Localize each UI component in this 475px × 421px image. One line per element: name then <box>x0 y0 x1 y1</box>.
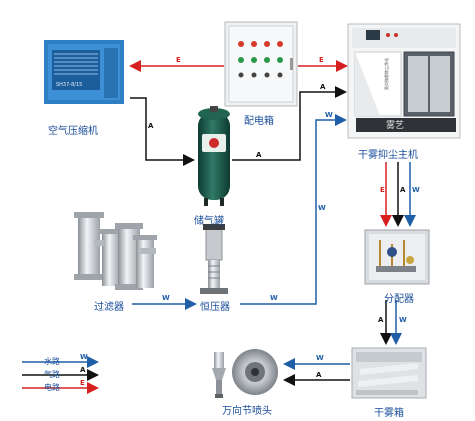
pump <box>200 224 228 294</box>
air-tag-5: A <box>378 316 384 324</box>
legend-label-water: 水路 <box>44 357 60 366</box>
label-nozzle: 万向节喷头 <box>222 406 272 417</box>
water-tag-2: W <box>270 294 278 302</box>
brand-text: 雾艺 <box>386 120 404 131</box>
water-tag-1: W <box>162 294 170 302</box>
air-tag-6: A <box>316 371 322 379</box>
label-distributor: 分配器 <box>384 294 414 305</box>
air-line-tank-to-main-unit <box>232 86 347 161</box>
water-tag-5: W <box>412 186 420 194</box>
air-tag-1: A <box>148 122 154 130</box>
water-line-pump-to-main-unit <box>240 114 347 305</box>
water-tag-4: W <box>325 111 333 119</box>
legend: W A E <box>22 353 99 394</box>
control-box <box>224 21 298 107</box>
label-main-unit: 干雾抑尘主机 <box>358 150 418 161</box>
main-unit: 雾艺 景尚微雾除尘净化 <box>347 23 461 139</box>
label-tank: 储气罐 <box>194 216 224 227</box>
legend-label-electric: 电路 <box>44 383 60 392</box>
air-tank <box>198 106 230 206</box>
water-tag-6: W <box>399 316 407 324</box>
label-pump: 恒压器 <box>200 302 230 313</box>
filter-group <box>74 212 157 290</box>
distributor <box>364 229 430 285</box>
legend-electric-code: E <box>80 379 85 387</box>
legend-label-air: 气路 <box>44 370 60 379</box>
air-tag-3: A <box>320 83 326 91</box>
main-unit-sticker: 景尚微雾除尘净化 <box>383 58 389 90</box>
label-air-compressor: 空气压缩机 <box>48 126 98 137</box>
air-tag-2: A <box>256 151 262 159</box>
air-line-compressor-to-tank <box>130 97 195 166</box>
electric-tag-3: E <box>380 186 385 194</box>
label-fog-box: 干雾箱 <box>374 408 404 419</box>
legend-air-code: A <box>80 366 86 374</box>
electric-tag-1: E <box>176 56 181 64</box>
electric-tag-2: E <box>319 56 324 64</box>
label-control-box: 配电箱 <box>244 116 274 127</box>
fog-box <box>351 347 427 399</box>
air-compressor: SH37-8/15 <box>44 40 124 104</box>
air-tag-4: A <box>400 186 406 194</box>
water-tag-7: W <box>316 354 324 362</box>
compressor-plate-text: SH37-8/15 <box>56 82 82 88</box>
universal-nozzle <box>212 349 278 398</box>
water-tag-3: W <box>318 204 326 212</box>
legend-water-code: W <box>80 353 88 361</box>
label-filter: 过滤器 <box>94 302 124 313</box>
